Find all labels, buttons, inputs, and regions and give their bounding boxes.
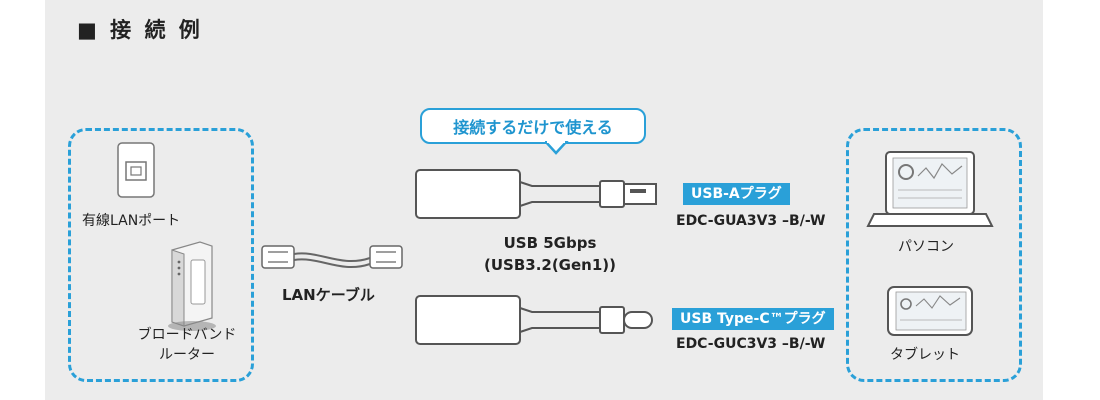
router-label-line1: ブロードバンド — [137, 327, 237, 343]
usb-c-adapter-icon — [415, 295, 653, 345]
laptop-icon — [866, 151, 994, 227]
callout-tail — [545, 141, 569, 155]
device-side-group — [846, 128, 1022, 382]
callout-bubble: 接続するだけで使える — [420, 108, 646, 144]
router-icon — [168, 241, 216, 331]
lan-port-icon — [117, 142, 155, 198]
tablet-label: タブレット — [890, 347, 960, 363]
lan-port-label: 有線LANポート — [82, 213, 181, 229]
spec-speed: USB 5Gbps — [503, 234, 597, 252]
usb-c-model-number: EDC-GUC3V3 –B/-W — [676, 336, 826, 352]
usb-c-plug-badge: USB Type-C™プラグ — [672, 308, 834, 330]
network-side-group — [68, 128, 254, 382]
usb-a-plug-badge: USB-Aプラグ — [683, 183, 790, 205]
tablet-icon — [887, 286, 973, 336]
callout-text: 接続するだけで使える — [453, 118, 613, 137]
spec-standard: (USB3.2(Gen1)) — [483, 256, 616, 274]
usb-a-model-number: EDC-GUA3V3 –B/-W — [676, 213, 826, 229]
lan-cable-icon — [261, 245, 403, 269]
page-title: ■ 接 続 例 — [77, 18, 203, 42]
pc-label: パソコン — [898, 239, 954, 255]
router-label-line2: ルーター — [159, 347, 215, 363]
usb-a-adapter-icon — [415, 169, 657, 219]
background-panel — [45, 0, 1043, 400]
lan-cable-label: LANケーブル — [282, 286, 375, 304]
